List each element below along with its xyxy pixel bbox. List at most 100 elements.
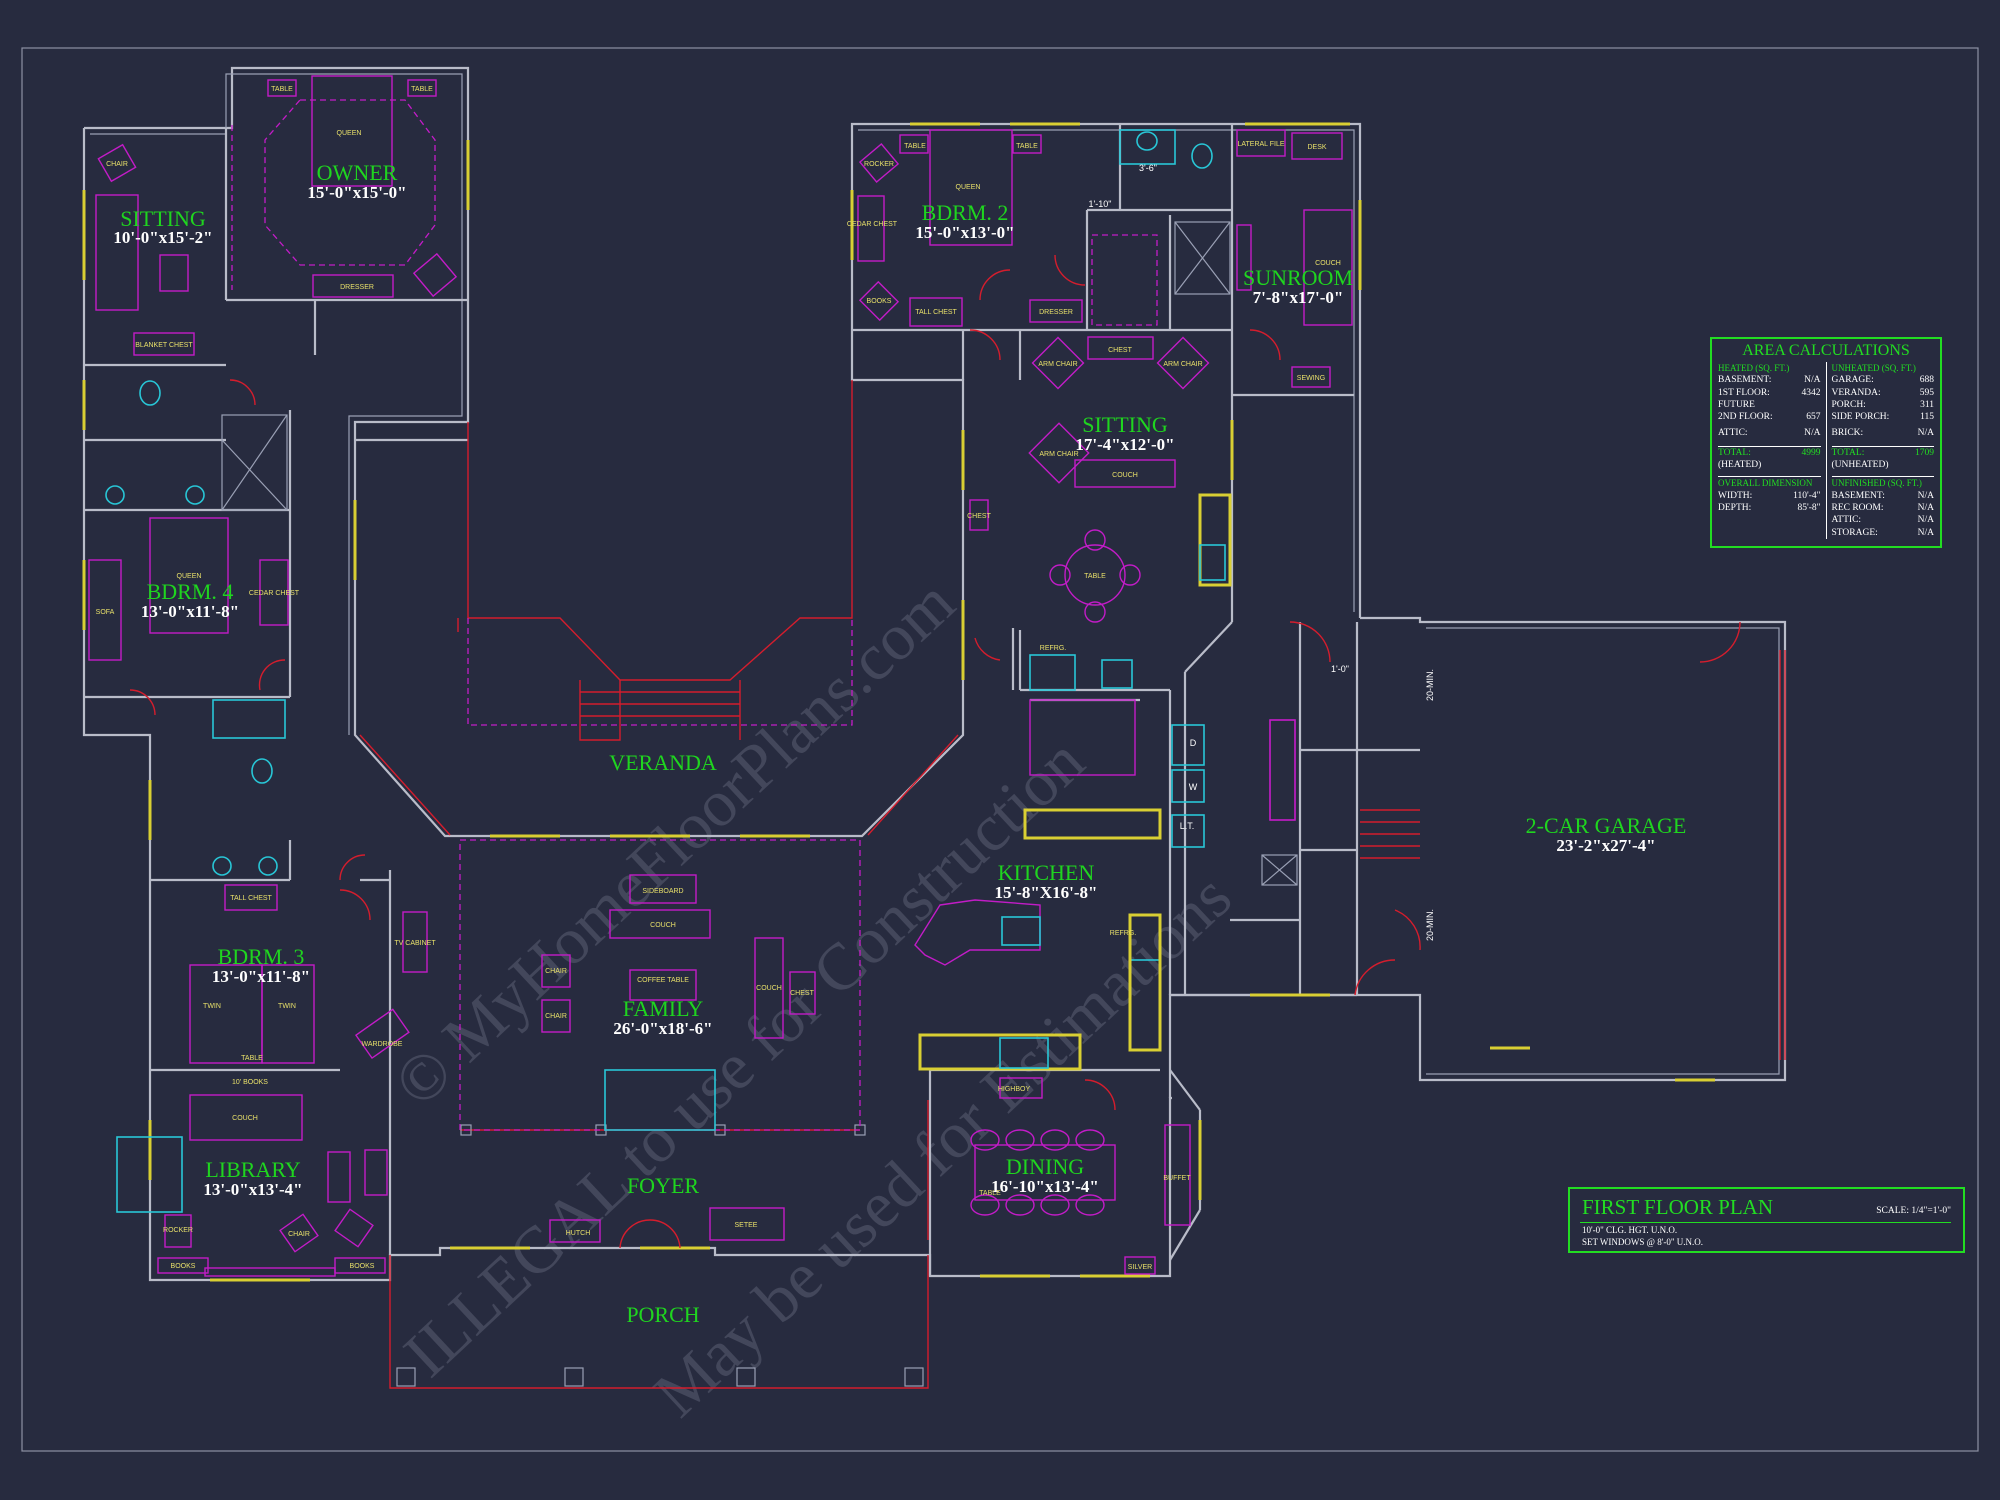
room-dining-dim: 16'-10"x13'-4" bbox=[991, 1177, 1099, 1196]
label-setee: SETEE bbox=[735, 1222, 758, 1229]
label-table: TABLE bbox=[1084, 573, 1106, 580]
label-chair: CHAIR bbox=[106, 161, 128, 168]
label-sideboard: SIDEBOARD bbox=[642, 888, 683, 895]
note-ceiling-height: 10'-0" CLG. HGT. U.N.O. bbox=[1582, 1225, 1678, 1235]
room-labels: OWNER 15'-0"x15'-0" SITTING 10'-0"x15'-2… bbox=[113, 160, 1686, 1327]
room-family-dim: 26'-0"x18'-6" bbox=[613, 1019, 712, 1038]
room-sunroom-name: SUNROOM bbox=[1243, 265, 1353, 290]
label-couch: COUCH bbox=[650, 922, 676, 929]
dim-1-10: 1'-10" bbox=[1089, 199, 1112, 209]
label-refrg: REFRG. bbox=[1110, 930, 1137, 937]
title-block: FIRST FLOOR PLAN SCALE: 1/4"=1'-0" 10'-0… bbox=[1568, 1187, 1965, 1253]
room-sunroom-dim: 7'-8"x17'-0" bbox=[1253, 288, 1344, 307]
label-chair: CHAIR bbox=[288, 1231, 310, 1238]
label-table: TABLE bbox=[979, 1190, 1001, 1197]
heated-row: 1ST FLOOR:4342 bbox=[1718, 387, 1821, 398]
heated-column: HEATED (SQ. FT.) BASEMENT:N/A 1ST FLOOR:… bbox=[1718, 362, 1827, 539]
unfinished-header: UNFINISHED (SQ. FT.) bbox=[1831, 476, 1934, 489]
room-owner-dim: 15'-0"x15'-0" bbox=[307, 183, 406, 202]
unheated-column: UNHEATED (SQ. FT.) GARAGE:688 VERANDA:59… bbox=[1827, 362, 1935, 539]
label-dresser: DRESSER bbox=[340, 284, 374, 291]
label-lateral-file: LATERAL FILE bbox=[1237, 141, 1284, 148]
label-chest: CHEST bbox=[967, 513, 991, 520]
area-calculations-table: AREA CALCULATIONS HEATED (SQ. FT.) BASEM… bbox=[1710, 337, 1942, 548]
label-couch: COUCH bbox=[232, 1115, 258, 1122]
unfinished-row: ATTIC:N/A bbox=[1831, 515, 1935, 526]
label-twin: TWIN bbox=[278, 1003, 296, 1010]
label-d: D bbox=[1190, 738, 1197, 748]
label-sewing: SEWING bbox=[1297, 375, 1325, 382]
room-dining-name: DINING bbox=[1006, 1154, 1084, 1179]
label-couch: COUCH bbox=[756, 985, 782, 992]
area-calculations-title: AREA CALCULATIONS bbox=[1742, 342, 1910, 359]
unheated-row: SIDE PORCH:115 bbox=[1831, 412, 1935, 423]
furniture bbox=[88, 75, 1353, 1277]
overall-header: OVERALL DIMENSION bbox=[1718, 476, 1821, 489]
room-sitting-owner-name: SITTING bbox=[120, 206, 206, 231]
unheated-row: VERANDA:595 bbox=[1831, 387, 1935, 398]
heated-total-note: (HEATED) bbox=[1718, 460, 1762, 471]
label-tall-chest: TALL CHEST bbox=[230, 895, 272, 902]
red-lines bbox=[129, 254, 1786, 1389]
room-bdrm4-dim: 13'-0"x11'-8" bbox=[141, 602, 239, 621]
note-window-height: SET WINDOWS @ 8'-0" U.N.O. bbox=[1582, 1237, 1703, 1247]
label-table: TABLE bbox=[271, 86, 293, 93]
label-rocker: ROCKER bbox=[864, 161, 894, 168]
label-books: BOOKS bbox=[867, 298, 892, 305]
label-wardrobe: WARDROBE bbox=[362, 1041, 403, 1048]
label-chair: CHAIR bbox=[545, 1013, 567, 1020]
room-kitchen-name: KITCHEN bbox=[998, 860, 1095, 885]
label-queen: QUEEN bbox=[337, 130, 362, 137]
label-w: W bbox=[1189, 782, 1198, 792]
room-foyer-name: FOYER bbox=[627, 1173, 699, 1198]
label-couch: COUCH bbox=[1315, 260, 1341, 267]
title-divider bbox=[1580, 1222, 1951, 1223]
room-garage-dim: 23'-2"x27'-4" bbox=[1556, 836, 1655, 855]
room-bdrm3-dim: 13'-0"x11'-8" bbox=[212, 967, 310, 986]
dim-20-min-1: 20-MIN. bbox=[1425, 669, 1435, 701]
unheated-total-note: (UNHEATED) bbox=[1831, 460, 1889, 471]
room-bdrm3-name: BDRM. 3 bbox=[218, 944, 305, 969]
room-veranda-name: VERANDA bbox=[609, 750, 717, 775]
unheated-row: GARAGE:688 bbox=[1831, 375, 1935, 386]
label-highboy: HIGHBOY bbox=[998, 1086, 1031, 1093]
label-hutch: HUTCH bbox=[566, 1230, 591, 1237]
plan-title: FIRST FLOOR PLAN bbox=[1582, 1195, 1773, 1219]
label-cedar-chest: CEDAR CHEST bbox=[249, 590, 300, 597]
plan-scale: SCALE: 1/4"=1'-0" bbox=[1876, 1206, 1951, 1216]
label-lt: L.T. bbox=[1180, 821, 1195, 831]
label-twin: TWIN bbox=[203, 1003, 221, 1010]
room-library-name: LIBRARY bbox=[205, 1157, 300, 1182]
label-chest: CHEST bbox=[790, 990, 814, 997]
room-owner-name: OWNER bbox=[317, 160, 398, 185]
dim-20-min-2: 20-MIN. bbox=[1425, 909, 1435, 941]
label-silver: SILVER bbox=[1128, 1264, 1152, 1271]
unheated-row: BRICK:N/A bbox=[1831, 428, 1935, 439]
heated-row: BASEMENT:N/A bbox=[1718, 375, 1821, 386]
room-bdrm2-name: BDRM. 2 bbox=[922, 200, 1009, 225]
unfinished-row: BASEMENT:N/A bbox=[1831, 490, 1935, 501]
drawing-border bbox=[21, 47, 1979, 1452]
dimension-labels: 3'-6" 1'-10" 1'-0" 20-MIN. 20-MIN. bbox=[1089, 163, 1435, 941]
label-dresser: DRESSER bbox=[1039, 309, 1073, 316]
label-blanket-chest: BLANKET CHEST bbox=[135, 342, 193, 349]
room-sitting-owner-dim: 10'-0"x15'-2" bbox=[113, 228, 212, 247]
label-cedar-chest: CEDAR CHEST bbox=[847, 221, 898, 228]
label-couch: COUCH bbox=[1112, 472, 1138, 479]
label-arm-chair: ARM CHAIR bbox=[1163, 361, 1202, 368]
furniture-labels: TABLE TABLE QUEEN DRESSER CHAIR BLANKET … bbox=[96, 86, 1341, 1271]
room-family-name: FAMILY bbox=[623, 996, 704, 1021]
watermark: © MyHomeFloorPlans.com ILLEGAL to use fo… bbox=[380, 566, 1245, 1431]
label-chest: CHEST bbox=[1108, 347, 1132, 354]
label-10-books: 10' BOOKS bbox=[232, 1079, 268, 1086]
room-bdrm4-name: BDRM. 4 bbox=[147, 579, 234, 604]
room-porch-name: PORCH bbox=[626, 1302, 699, 1327]
label-queen: QUEEN bbox=[956, 184, 981, 191]
heated-row: FUTURE bbox=[1718, 399, 1755, 410]
label-tv-cabinet: TV CABINET bbox=[394, 940, 436, 947]
label-sofa: SOFA bbox=[96, 609, 115, 616]
label-coffee-table: COFFEE TABLE bbox=[637, 977, 689, 984]
room-library-dim: 13'-0"x13'-4" bbox=[203, 1180, 302, 1199]
heated-header: HEATED (SQ. FT.) bbox=[1718, 363, 1790, 373]
